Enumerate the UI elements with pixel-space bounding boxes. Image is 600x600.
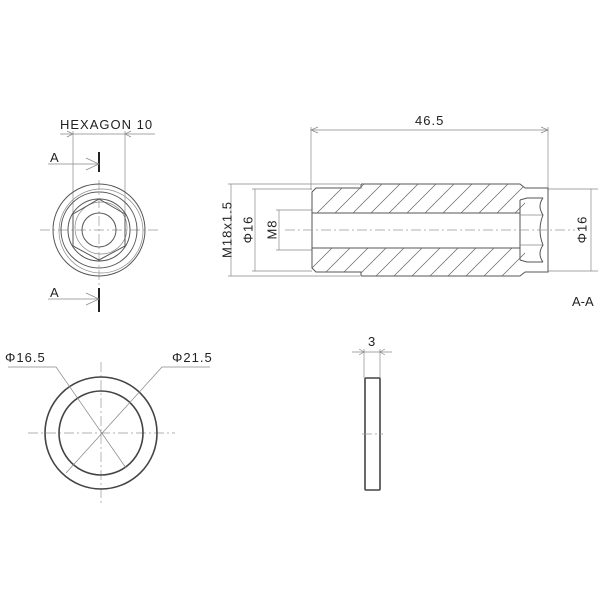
- washer-side-view: [352, 348, 392, 491]
- section-label: A-A: [572, 294, 594, 309]
- section-mark-top: A: [50, 150, 60, 165]
- thread-dimension: M18x1.5: [219, 201, 235, 258]
- right-diameter-dimension: Φ16: [574, 215, 590, 244]
- hexagon-size-label: HEXAGON 10: [60, 117, 154, 132]
- bore-dimension: M8: [264, 219, 280, 240]
- washer-front-view: [8, 362, 210, 505]
- section-view: [228, 126, 598, 277]
- front-view: [40, 130, 160, 312]
- washer-outer-diameter: Φ21.5: [172, 350, 213, 365]
- length-dimension: 46.5: [415, 113, 445, 128]
- section-mark-bottom: A: [50, 285, 60, 300]
- washer-inner-diameter: Φ16.5: [5, 350, 46, 365]
- washer-thickness: 3: [368, 334, 377, 349]
- left-diameter-dimension: Φ16: [240, 215, 256, 244]
